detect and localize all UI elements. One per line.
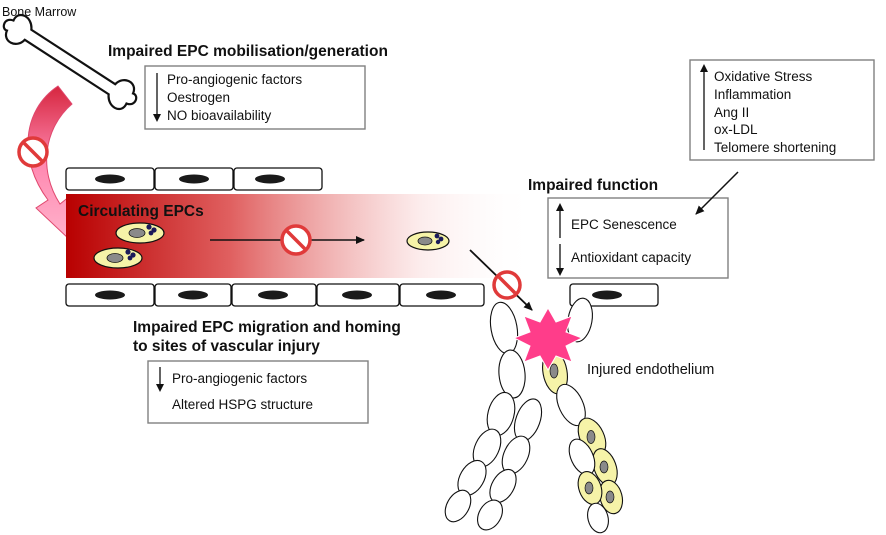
endothelium-top (65, 167, 323, 191)
epc-cell (406, 231, 450, 251)
migration-heading-line1: Impaired EPC migration and homing (133, 319, 401, 336)
stress-item: Oxidative Stress (714, 69, 813, 84)
migration-item: Pro-angiogenic factors (172, 371, 307, 386)
mobilisation-item: NO bioavailability (167, 108, 272, 123)
function-item: EPC Senescence (571, 217, 677, 232)
inhibit-icon-mobilisation (17, 136, 49, 168)
epc-cell (93, 247, 143, 269)
mobilisation-heading: Impaired EPC mobilisation/generation (108, 43, 388, 60)
function-item: Antioxidant capacity (571, 250, 691, 265)
migration-item: Altered HSPG structure (172, 397, 313, 412)
bone-marrow-label: Bone Marrow (2, 5, 77, 19)
stress-to-function-arrow (695, 171, 739, 215)
stress-item: Ang II (714, 105, 749, 120)
mobilisation-item: Pro-angiogenic factors (167, 72, 302, 87)
inhibit-icon-migration (280, 224, 312, 256)
circulating-epcs-label: Circulating EPCs (78, 203, 204, 220)
epc-cell (115, 222, 165, 244)
stress-box: Oxidative Stress Inflammation Ang II ox-… (689, 59, 875, 161)
endothelium-bottom (65, 283, 659, 307)
injured-endothelium-label: Injured endothelium (587, 362, 714, 378)
homed-epc-nuclei (549, 363, 615, 504)
stress-item: ox-LDL (714, 122, 758, 137)
bone-icon (2, 13, 138, 111)
migration-box: Pro-angiogenic factors Altered HSPG stru… (147, 360, 369, 424)
mobilisation-box: Pro-angiogenic factors Oestrogen NO bioa… (144, 65, 366, 130)
function-heading: Impaired function (528, 177, 658, 194)
inhibit-icon-homing (492, 270, 522, 300)
stress-item: Inflammation (714, 87, 791, 102)
mobilisation-item: Oestrogen (167, 90, 230, 105)
injury-star-icon (512, 306, 584, 372)
migration-heading-line2: to sites of vascular injury (133, 338, 320, 355)
stress-item: Telomere shortening (714, 140, 836, 155)
